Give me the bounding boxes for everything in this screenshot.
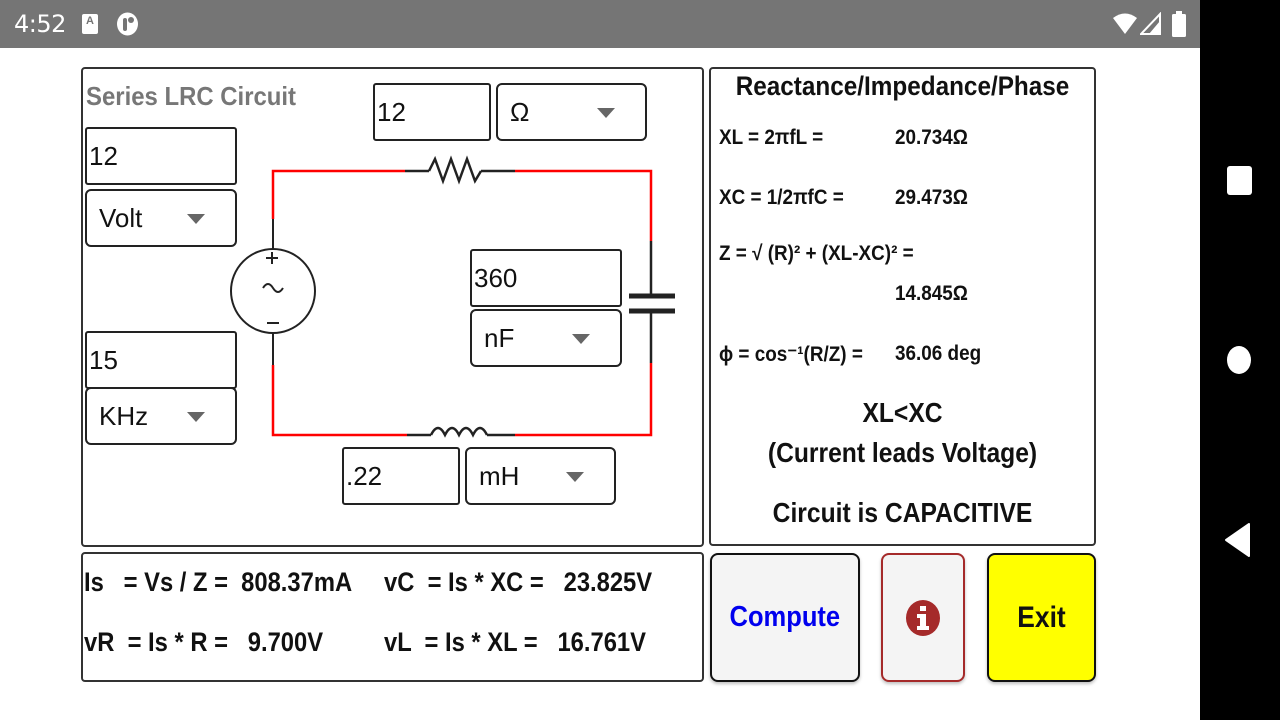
status-bar: 4:52 A <box>0 0 1200 48</box>
frequency-unit-dropdown[interactable]: KHz <box>85 387 237 445</box>
phase-formula: ϕ = cos⁻¹(R/Z) = <box>719 343 863 366</box>
current-result: Is = Vs / Z = 808.37mA <box>84 567 353 597</box>
xl-value: 20.734Ω <box>895 126 968 149</box>
chevron-down-icon <box>597 108 615 118</box>
xc-formula: XC = 1/2πfC = <box>719 186 844 209</box>
z-value: 14.845Ω <box>895 282 968 305</box>
chevron-down-icon <box>187 412 205 422</box>
results-panel: Is = Vs / Z = 808.37mA vR = Is * R = 9.7… <box>81 552 704 682</box>
capacitance-input[interactable] <box>470 249 622 307</box>
chevron-down-icon <box>187 214 205 224</box>
chevron-down-icon <box>566 472 584 482</box>
capacitance-unit-dropdown[interactable]: nF <box>470 309 622 367</box>
reactance-title: Reactance/Impedance/Phase <box>735 71 1070 101</box>
back-button[interactable] <box>1200 510 1280 570</box>
circuit-type-text: Circuit is CAPACITIVE <box>772 497 1033 528</box>
inductance-unit-label: mH <box>479 460 520 491</box>
vl-result: vL = Is * XL = 16.761V <box>384 627 646 657</box>
square-icon <box>1227 166 1252 195</box>
compute-button-label: Compute <box>729 601 841 633</box>
z-formula: Z = √ (R)² + (XL-XC)² = <box>719 242 914 265</box>
chevron-down-icon <box>572 334 590 344</box>
circuit-wires <box>271 169 653 437</box>
resistor-symbol <box>405 155 515 185</box>
ac-source-symbol <box>230 219 316 365</box>
circuit-title: Series LRC Circuit <box>86 81 297 111</box>
resistance-unit-dropdown[interactable]: Ω <box>496 83 647 141</box>
recent-apps-button[interactable] <box>1200 150 1280 210</box>
vr-result: vR = Is * R = 9.700V <box>84 627 324 657</box>
battery-icon <box>1172 11 1186 37</box>
voltage-unit-dropdown[interactable]: Volt <box>85 189 237 247</box>
circuit-panel: Series LRC Circuit Volt KHz Ω nF mH <box>81 67 704 547</box>
capacitance-input-text[interactable] <box>474 262 620 294</box>
lead-lag-text: (Current leads Voltage) <box>767 437 1038 468</box>
frequency-unit-label: KHz <box>99 400 149 431</box>
info-button[interactable] <box>881 553 965 682</box>
resistance-unit-label: Ω <box>510 96 530 127</box>
wire-top-right <box>515 169 653 241</box>
voltage-unit-label: Volt <box>99 202 143 233</box>
text-a-notification-icon: A <box>82 14 98 34</box>
wire-bottom-left <box>271 365 407 437</box>
home-button[interactable] <box>1200 330 1280 390</box>
xl-formula: XL = 2πfL = <box>719 126 824 149</box>
voltage-input-text[interactable] <box>89 140 235 172</box>
vc-result: vC = Is * XC = 23.825V <box>384 567 653 597</box>
circle-icon <box>1227 346 1251 374</box>
inductor-symbol <box>407 426 515 438</box>
frequency-input-text[interactable] <box>89 344 235 376</box>
circuit-diagram <box>230 155 675 438</box>
capacitor-symbol <box>629 241 675 363</box>
voltage-input[interactable] <box>85 127 237 185</box>
phase-value: 36.06 deg <box>895 342 982 365</box>
status-time: 4:52 <box>14 10 66 38</box>
frequency-input[interactable] <box>85 331 237 389</box>
compute-button[interactable]: Compute <box>710 553 860 682</box>
navigation-bar <box>1200 0 1280 720</box>
exit-button[interactable]: Exit <box>987 553 1096 682</box>
inductance-input-text[interactable] <box>346 460 458 492</box>
info-icon <box>906 599 940 636</box>
exit-button-label: Exit <box>1017 600 1066 634</box>
inductance-input[interactable] <box>342 447 460 505</box>
reactance-panel: Reactance/Impedance/Phase XL = 2πfL = 20… <box>709 67 1096 546</box>
resistance-input[interactable] <box>373 83 491 141</box>
capacitance-unit-label: nF <box>484 322 515 353</box>
c-app-notification-icon <box>117 12 138 36</box>
wifi-icon <box>1113 13 1137 34</box>
reactance-comparison: XL<XC <box>862 397 943 428</box>
resistance-input-text[interactable] <box>377 96 489 128</box>
cell-signal-icon <box>1140 12 1161 35</box>
back-triangle-icon <box>1225 523 1250 557</box>
wire-top-left <box>271 169 405 219</box>
wire-bottom-right <box>515 363 653 437</box>
xc-value: 29.473Ω <box>895 186 968 209</box>
inductance-unit-dropdown[interactable]: mH <box>465 447 616 505</box>
